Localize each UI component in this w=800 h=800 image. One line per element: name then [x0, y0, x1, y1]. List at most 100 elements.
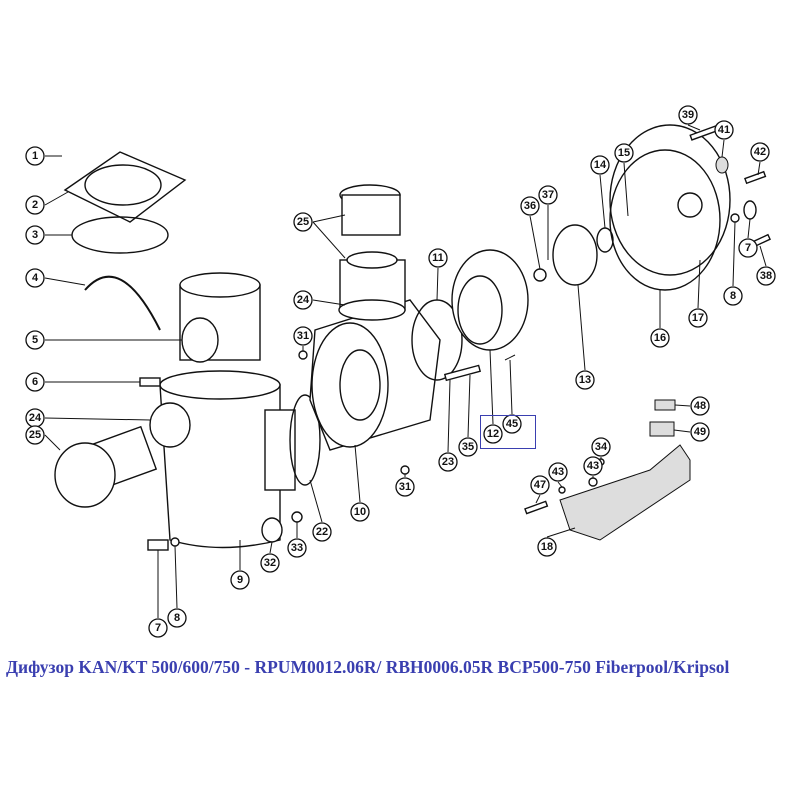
callout-circle [688, 308, 708, 328]
callout-circle [230, 570, 250, 590]
callout-number: 47 [534, 479, 546, 491]
callout-circle [293, 326, 313, 346]
callout-7: 7 [738, 238, 758, 258]
callout-37: 37 [538, 185, 558, 205]
callout-number: 25 [297, 216, 309, 228]
callout-circle [148, 618, 168, 638]
callout-number: 9 [237, 574, 243, 586]
callout-circle [650, 328, 670, 348]
callout-number: 32 [264, 557, 276, 569]
callout-number: 14 [594, 159, 607, 171]
parts-drawing [54, 124, 771, 551]
callout-circle [750, 142, 770, 162]
callout-31: 31 [395, 477, 415, 497]
callout-25: 25 [293, 212, 313, 232]
callout-36: 36 [520, 196, 540, 216]
callout-circle [428, 248, 448, 268]
callout-number: 48 [694, 400, 706, 412]
callout-number: 43 [552, 466, 564, 478]
callout-number: 13 [579, 374, 591, 386]
callout-circle [293, 290, 313, 310]
callout-circle [614, 143, 634, 163]
callout-8: 8 [167, 608, 187, 628]
callout-circle [530, 475, 550, 495]
callout-number: 41 [718, 124, 730, 136]
callout-23: 23 [438, 452, 458, 472]
callout-number: 15 [618, 147, 630, 159]
callout-circle [25, 225, 45, 245]
callout-number: 6 [32, 376, 38, 388]
callout-43: 43 [548, 462, 568, 482]
callout-49: 49 [690, 422, 710, 442]
callout-circle [714, 120, 734, 140]
callout-42: 42 [750, 142, 770, 162]
callout-14: 14 [590, 155, 610, 175]
callout-number: 8 [730, 290, 736, 302]
callout-circle [738, 238, 758, 258]
callout-number: 31 [399, 481, 411, 493]
callout-39: 39 [678, 105, 698, 125]
callout-circle [312, 522, 332, 542]
callout-number: 34 [595, 441, 608, 453]
callout-16: 16 [650, 328, 670, 348]
callout-41: 41 [714, 120, 734, 140]
callout-circle [583, 456, 603, 476]
callout-number: 8 [174, 612, 180, 624]
callout-circle [756, 266, 776, 286]
callout-number: 10 [354, 506, 366, 518]
callout-number: 1 [32, 150, 38, 162]
callout-number: 17 [692, 312, 704, 324]
callout-circle [690, 422, 710, 442]
callout-35: 35 [458, 437, 478, 457]
callout-number: 18 [541, 541, 553, 553]
callout-number: 38 [760, 270, 772, 282]
callout-circle [458, 437, 478, 457]
callout-15: 15 [614, 143, 634, 163]
leader-lines [44, 124, 767, 618]
callout-circle [590, 155, 610, 175]
callout-circle [537, 537, 557, 557]
callout-22: 22 [312, 522, 332, 542]
callout-number: 7 [745, 242, 751, 254]
callout-number: 37 [542, 189, 554, 201]
caption-title: Дифузор KAN/KT 500/600/750 - RPUM0012.06… [6, 657, 730, 677]
callout-25: 25 [25, 425, 45, 445]
callout-47: 47 [530, 475, 550, 495]
callout-number: 25 [29, 429, 41, 441]
callout-number: 31 [297, 330, 309, 342]
callout-circle [538, 185, 558, 205]
callout-number: 22 [316, 526, 328, 538]
callout-number: 11 [432, 252, 444, 264]
callout-13: 13 [575, 370, 595, 390]
callout-number: 3 [32, 229, 38, 241]
callout-number: 49 [694, 426, 706, 438]
callout-43: 43 [583, 456, 603, 476]
callout-32: 32 [260, 553, 280, 573]
callout-24: 24 [293, 290, 313, 310]
callout-number: 23 [442, 456, 454, 468]
callout-2: 2 [25, 195, 45, 215]
callout-number: 43 [587, 460, 599, 472]
highlighted-part-box [480, 415, 536, 449]
callout-circle [25, 330, 45, 350]
callout-8: 8 [723, 286, 743, 306]
callout-12: 12 [483, 424, 503, 444]
callout-24: 24 [25, 408, 45, 428]
callout-circle [690, 396, 710, 416]
callout-number: 33 [291, 542, 303, 554]
callout-9: 9 [230, 570, 250, 590]
callout-33: 33 [287, 538, 307, 558]
callout-31: 31 [293, 326, 313, 346]
callout-circle [287, 538, 307, 558]
callout-circle [575, 370, 595, 390]
callout-11: 11 [428, 248, 448, 268]
callout-number: 7 [155, 622, 161, 634]
callout-number: 24 [297, 294, 310, 306]
callout-17: 17 [688, 308, 708, 328]
callout-1: 1 [25, 146, 45, 166]
callout-34: 34 [591, 437, 611, 457]
callout-number: 36 [524, 200, 536, 212]
callout-circle [483, 424, 503, 444]
callout-number: 45 [506, 418, 518, 430]
